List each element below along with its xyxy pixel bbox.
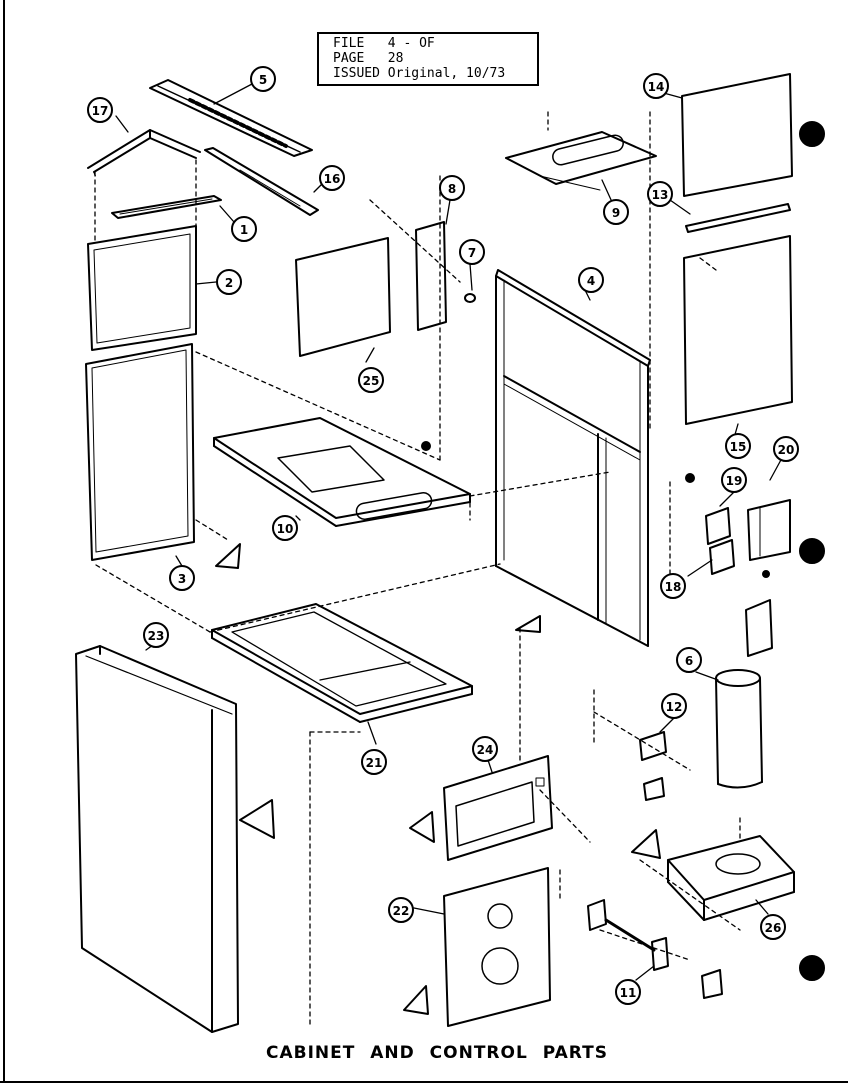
callout-label: 8 [448,182,456,196]
callout-label: 3 [178,572,186,586]
callout-label: 17 [92,104,109,118]
document-info-box: FILE 4 - OF PAGE 28 ISSUED Original, 10/… [317,32,539,86]
page-line: PAGE 28 [333,51,404,66]
binder-hole-middle [799,538,825,564]
callout-label: 26 [765,921,782,935]
callout-label: 14 [648,80,665,94]
part-middle-shelf [213,417,471,527]
part-flue-base [667,835,795,921]
part-access-panel [443,867,551,1027]
callout-3: 3 [169,565,195,591]
callout-13: 13 [647,181,673,207]
part-top-plate [505,131,657,191]
callout-7: 7 [459,239,485,265]
callout-16: 16 [319,165,345,191]
part-flue-pipe [715,669,763,789]
part-corner-bracket [239,799,275,839]
callout-label: 11 [620,986,637,1000]
callout-label: 9 [612,206,620,220]
callout-22: 22 [388,897,414,923]
callout-label: 13 [652,188,669,202]
callout-label: 5 [259,73,267,87]
part-right-strip [685,203,791,233]
callout-label: 21 [366,756,383,770]
part-corner-bracket [215,543,241,569]
callout-label: 10 [277,522,294,536]
callout-4: 4 [578,267,604,293]
callout-18: 18 [660,573,686,599]
part-small-panel [295,237,391,357]
binder-hole-bottom [799,955,825,981]
callout-9: 9 [603,199,629,225]
callout-12: 12 [661,693,687,719]
part-tall-frame [495,269,651,647]
part-side-rail [204,147,319,216]
callout-23: 23 [143,622,169,648]
issued-line: ISSUED Original, 10/73 [333,66,506,81]
part-top-panel [149,79,313,157]
callout-label: 18 [665,580,682,594]
callout-14: 14 [643,73,669,99]
part-angled-rail [87,129,201,173]
callout-17: 17 [87,97,113,123]
callout-label: 12 [666,700,683,714]
callout-8: 8 [439,175,465,201]
file-line: FILE 4 - OF [333,36,435,51]
part-lower-left-panel [85,343,195,561]
callout-label: 25 [363,374,380,388]
callout-24: 24 [472,736,498,762]
callout-label: 23 [148,629,165,643]
callout-label: 20 [778,443,795,457]
part-corner-bracket [409,811,435,843]
callout-10: 10 [272,515,298,541]
callout-label: 6 [685,654,693,668]
callout-26: 26 [760,914,786,940]
callout-1: 1 [231,216,257,242]
part-upper-left-panel [87,225,197,351]
callout-25: 25 [358,367,384,393]
part-control-plate [443,755,553,861]
part-switch-assembly [685,473,791,657]
callout-label: 2 [225,276,233,290]
callout-label: 16 [324,172,341,186]
part-lower-right-panel [683,235,793,425]
callout-11: 11 [615,979,641,1005]
diagram-caption: CABINET AND CONTROL PARTS [266,1043,608,1063]
callout-6: 6 [676,647,702,673]
callout-19: 19 [721,467,747,493]
part-base-frame [211,603,473,723]
part-narrow-strip [415,221,447,331]
callout-label: 19 [726,474,743,488]
callout-label: 24 [477,743,494,757]
callout-label: 1 [240,223,248,237]
part-grommet [464,293,476,303]
binder-hole-top [799,121,825,147]
part-small-bracket [587,731,723,999]
callout-label: 7 [468,246,476,260]
part-corner-bracket [631,829,661,859]
callout-21: 21 [361,749,387,775]
callout-20: 20 [773,436,799,462]
leader-lines [115,83,783,981]
part-corner-bracket [515,615,541,633]
callout-label: 22 [393,904,410,918]
callout-group: 5 17 16 1 2 3 25 8 7 9 4 10 14 13 15 20 … [87,66,799,1005]
callout-5: 5 [250,66,276,92]
callout-15: 15 [725,433,751,459]
part-large-front-panel [75,645,239,1033]
callout-label: 4 [587,274,595,288]
callout-2: 2 [216,269,242,295]
part-front-rail [111,195,222,219]
part-corner-bracket [403,985,429,1015]
callout-label: 15 [730,440,747,454]
part-upper-right-panel [681,73,793,197]
